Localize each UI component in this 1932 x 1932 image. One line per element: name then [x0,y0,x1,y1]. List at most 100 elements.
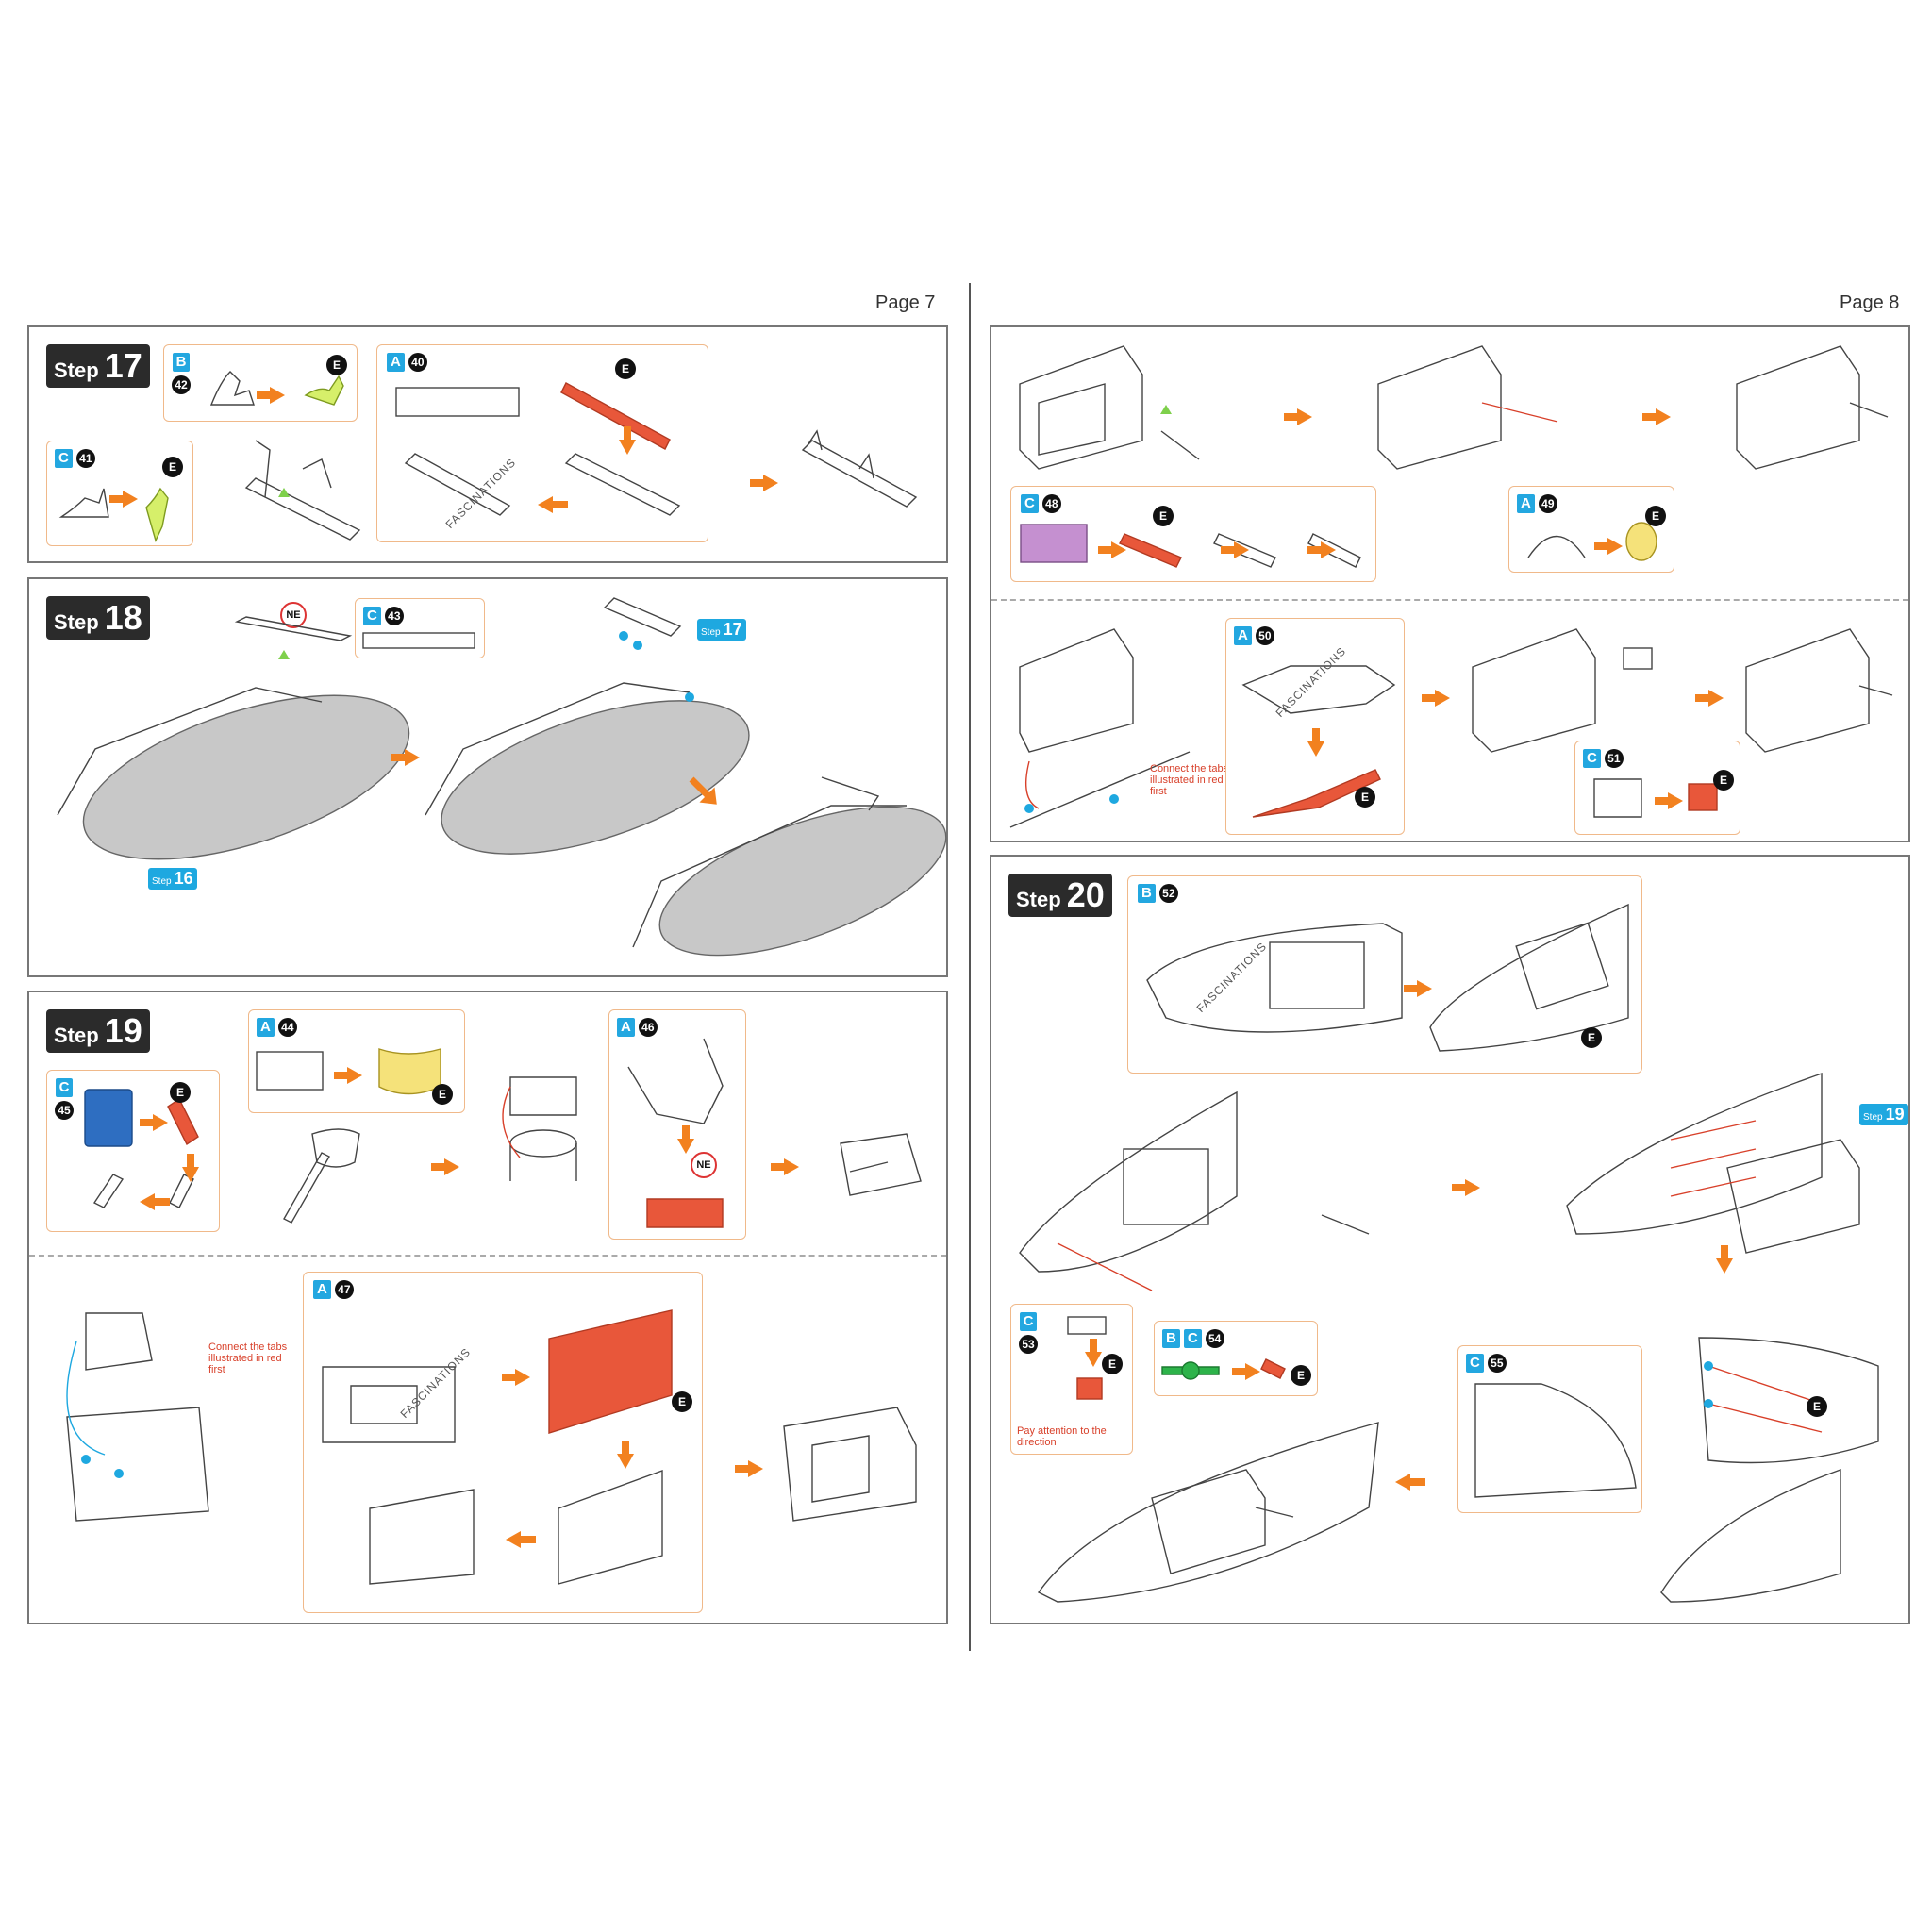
arrow-right [1307,541,1336,558]
part-number: 50 [1255,626,1274,645]
tank-hull-2-drawing [425,597,750,855]
subpanel-part-54: B C 54 E [1154,1321,1318,1396]
badge-e: E [1153,506,1174,526]
part-48-drawing [1020,524,1361,568]
step-number: 20 [1066,875,1105,914]
housing-with-block-drawing [1472,628,1653,753]
housing-with-axle-drawing [1019,345,1200,470]
part-code: B C 54 [1162,1329,1224,1348]
arrow-right [771,1158,799,1175]
subpanel-part-52: B 52 FASCINATIONS E [1127,875,1642,1074]
sheet-letter: A [1234,626,1252,645]
arrow-right [391,749,420,766]
part-code: A 50 [1234,626,1274,645]
part-number: 55 [1487,1354,1507,1373]
part-code: A 47 [313,1280,354,1299]
part-number: 54 [1205,1329,1224,1348]
step-number: 18 [104,598,142,637]
sheet-letter: B [1162,1329,1180,1348]
step-18-panel: Step 18 C 43 NE Step 16 Step 17 [27,577,948,977]
badge-e: E [615,358,636,379]
part-53-drawing [1067,1316,1107,1400]
arrow-right [1404,980,1432,997]
arrow-down [1307,728,1324,757]
side-panel-with-housing-drawing [1566,1073,1860,1254]
page-number-left: Page 7 [875,292,936,313]
badge-e: E [1581,1027,1602,1048]
badge-e: E [672,1391,692,1412]
note-connect-tabs: Connect the tabs illustrated in red firs… [1150,763,1229,797]
sheet-letter: C [1466,1354,1484,1373]
part-52-drawing [1146,903,1629,1052]
step-word: Step [701,627,721,638]
housing-fold-drawing [1009,628,1191,828]
sheet-letter: B [172,353,191,372]
part-number: 47 [334,1280,354,1299]
step-word: Step [152,876,172,887]
arrow-right [735,1460,763,1477]
badge-e: E [326,355,347,375]
subpanel-part-55: C 55 [1457,1345,1642,1513]
badge-e: E [1291,1365,1311,1386]
part-code: C 55 [1466,1354,1507,1373]
note-connect-tabs: Connect the tabs illustrated in red firs… [208,1341,288,1375]
step-word: Step [54,358,99,382]
subpanel-part-43: C 43 [355,598,485,658]
step-number: 16 [174,869,193,888]
step-19-lower-result-drawing [783,1407,917,1522]
badge-e: E [1645,506,1666,526]
badge-e: E [1807,1396,1827,1417]
arrow-left [140,1193,170,1210]
arrow-down [677,1125,694,1154]
sheet-letter: A [313,1280,331,1299]
sheet-letter: C [55,1078,74,1097]
step-19-reference: Step 19 [1859,1104,1908,1125]
sheet-letter: A [387,353,405,372]
arrow-down [1716,1245,1733,1274]
section-separator [991,599,1908,601]
tank-hull-3-drawing [632,776,947,957]
part-code: A 49 [1517,494,1557,513]
part-code: C 41 [55,449,95,468]
arrow-right [1232,1363,1260,1380]
arrow-right [140,1114,168,1131]
part-code: A 40 [387,353,427,372]
step-number: 17 [723,620,742,639]
arrow-right [109,491,138,508]
arrow-right [334,1067,362,1084]
badge-e: E [1102,1354,1123,1374]
arrow-right [502,1369,530,1386]
step-word: Step [1863,1112,1883,1123]
badge-e: E [162,457,183,477]
part-number: 44 [277,1018,297,1037]
step-20-panel: Step 20 B 52 FASCINATIONS E Step 19 [990,855,1910,1624]
cylinder-fold-drawing [502,1076,577,1181]
part-code: C 45 [55,1078,74,1120]
part-number: 51 [1604,749,1624,768]
step-17-reference: Step 17 [697,619,746,641]
part-number: 48 [1041,494,1061,513]
housing-result-drawing [1736,345,1889,470]
side-panel-assembly-drawing [1019,1091,1370,1291]
axle-assembly-drawing [244,440,361,541]
part-54-drawing [1161,1358,1286,1380]
arrow-right [1284,408,1312,425]
sheet-letter: C [1021,494,1039,513]
part-code: A 46 [617,1018,658,1037]
part-47-drawing [322,1309,673,1585]
arrow-down [617,1441,634,1469]
part-number: 49 [1538,494,1557,513]
arrow-left [538,496,568,513]
badge-e: E [1713,770,1734,791]
part-number: 42 [172,375,191,394]
part-number: 43 [384,607,404,625]
step-16-reference: Step 16 [148,868,197,890]
arrow-right [750,475,778,491]
arrow-right [1422,690,1450,707]
part-code: C 43 [363,607,404,625]
badge-ne: NE [691,1152,717,1178]
part-43-drawing [362,632,475,649]
housing-final-drawing [1745,628,1893,753]
badge-e: E [1355,787,1375,808]
part-41-drawing [58,487,169,542]
